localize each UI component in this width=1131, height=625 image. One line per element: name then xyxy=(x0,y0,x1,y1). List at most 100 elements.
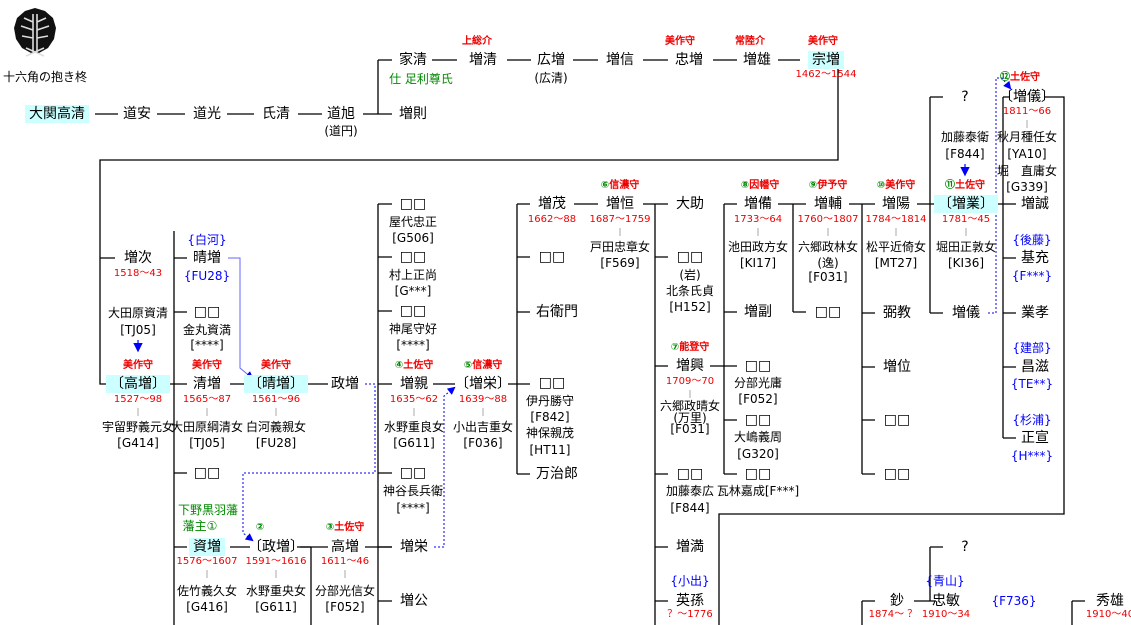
person-name: □□ xyxy=(814,304,842,320)
person-name: □□ xyxy=(883,412,911,428)
life-years: 1910〜40 xyxy=(1085,609,1131,620)
official-title-text: 土佐守 xyxy=(1010,72,1040,83)
spouse-name: 堀田正敦女 xyxy=(935,240,997,254)
person-name: 忠敏 xyxy=(932,593,960,609)
person-name: 〔増儀〕 xyxy=(999,89,1055,105)
official-title: ⑥信濃守 xyxy=(601,181,639,191)
reference-code: [KI36] xyxy=(947,256,985,270)
spouse-name: 六郷政晴女 xyxy=(659,399,721,413)
generation-number: ⑦ xyxy=(670,342,680,353)
person-name: 増儀 xyxy=(952,305,980,321)
official-title: ⑤信濃守 xyxy=(464,361,502,371)
family-note: {小出} xyxy=(670,574,710,588)
person-name: □□ xyxy=(399,303,427,319)
official-title: ④土佐守 xyxy=(395,361,433,371)
person-name: ? xyxy=(961,539,969,555)
spouse-name: 北条氏貞 xyxy=(665,284,715,298)
life-years: 1576〜1607 xyxy=(176,556,238,567)
generation-number: ⑪ xyxy=(945,180,955,191)
life-years: 1874〜 ？ xyxy=(868,609,918,620)
official-title: 美作守 xyxy=(123,360,153,371)
person-name: 鈔 xyxy=(890,593,904,609)
person-name: □□ xyxy=(538,375,566,391)
spouse-name: 六郷政林女 xyxy=(797,240,859,254)
spouse-name: 宇留野義元女 xyxy=(101,420,175,434)
official-title: ⑦能登守 xyxy=(671,343,709,353)
person-name: 増備 xyxy=(744,196,772,212)
person-name: 英孫 xyxy=(676,593,704,609)
person-name: 増茂 xyxy=(538,196,566,212)
person-name: □□ xyxy=(193,465,221,481)
life-years: ？〜1776 xyxy=(667,609,713,620)
family-note: {TE**} xyxy=(1010,377,1054,391)
spouse-name: 松平近倚女 xyxy=(865,240,927,254)
reference-code: [****] xyxy=(190,338,224,352)
spouse-name: 水野重央女 xyxy=(245,584,307,598)
spouse-name: 小出吉重女 xyxy=(452,420,514,434)
spouse-name: 秋月種任女 xyxy=(996,130,1058,144)
spouse-name: 神保親茂 xyxy=(525,426,575,440)
family-note: {H***} xyxy=(1010,449,1054,463)
person-name: 増親 xyxy=(400,376,428,392)
official-title: ② xyxy=(256,523,264,533)
official-title-text: 信濃守 xyxy=(472,360,503,371)
person-name: □□ xyxy=(676,249,704,265)
person-name: 右衛門 xyxy=(536,304,578,320)
life-years: 1591〜1616 xyxy=(245,556,307,567)
reference-code: [F031] xyxy=(670,422,710,436)
official-title: 美作守 xyxy=(261,360,291,371)
spouse-name: 大田原綱清女 xyxy=(170,420,244,434)
spouse-name: 分部光信女 xyxy=(314,584,376,598)
life-years: 1910〜34 xyxy=(921,609,971,620)
official-title-text: 因幡守 xyxy=(749,180,780,191)
generation-number: ⑤ xyxy=(463,360,473,371)
official-title-text: 信濃守 xyxy=(609,180,640,191)
person-name: 増次 xyxy=(124,250,152,266)
spouse-name: (岩) xyxy=(679,268,701,282)
spouse-name: (逸) xyxy=(817,256,839,270)
spouse-name: 戸田忠章女 xyxy=(589,240,651,254)
person-name: 増公 xyxy=(400,593,428,609)
person-name: 〔増栄〕 xyxy=(455,376,511,392)
life-years: 1561〜96 xyxy=(251,394,301,405)
family-note: {F736} xyxy=(991,594,1037,608)
life-years: 1565〜87 xyxy=(182,394,232,405)
spouse-name: 大嶋義周 xyxy=(733,430,783,444)
generation-number: ⑨ xyxy=(808,180,818,191)
reference-code: [G339] xyxy=(1006,180,1048,194)
person-name: 増副 xyxy=(744,304,772,320)
generation-number: ② xyxy=(255,522,265,533)
spouse-name: 屋代忠正 xyxy=(388,215,438,229)
family-note: {F***} xyxy=(1011,269,1053,283)
spouse-name: (道円) xyxy=(324,124,358,138)
person-name: □□ xyxy=(399,249,427,265)
person-name: 家清 xyxy=(399,52,427,68)
person-name: □□ xyxy=(676,466,704,482)
reference-code: [YA10] xyxy=(1007,147,1047,161)
person-name: □□ xyxy=(883,466,911,482)
reference-code: [H152] xyxy=(669,300,711,314)
person-name-highlighted: 大関高清 xyxy=(25,105,89,123)
official-title: ⑪土佐守 xyxy=(945,181,985,191)
life-years: 1811〜66 xyxy=(1002,106,1052,117)
person-name: 増満 xyxy=(676,539,704,555)
note: 仕 足利尊氏 xyxy=(389,72,453,86)
life-years: 1760〜1807 xyxy=(797,214,859,225)
generation-number: ④ xyxy=(394,360,404,371)
family-note: {建部} xyxy=(1012,341,1052,355)
official-title: ⑨伊予守 xyxy=(809,181,847,191)
family-note: {白河} xyxy=(187,233,227,247)
life-years: 1611〜46 xyxy=(320,556,370,567)
official-title: 美作守 xyxy=(192,360,222,371)
spouse-name: 村上正尚 xyxy=(388,268,438,282)
official-title: ⑫土佐守 xyxy=(1000,73,1040,83)
person-name: 晴増 xyxy=(193,250,221,266)
spouse-name: 金丸資満 xyxy=(182,323,232,337)
reference-code: [****] xyxy=(396,501,430,515)
person-name: 万治郎 xyxy=(536,466,578,482)
life-years: 1635〜62 xyxy=(389,394,439,405)
person-name: 増雄 xyxy=(743,52,771,68)
person-name-highlighted: 〔増業〕 xyxy=(934,195,998,213)
generation-number: ⑩ xyxy=(876,180,886,191)
